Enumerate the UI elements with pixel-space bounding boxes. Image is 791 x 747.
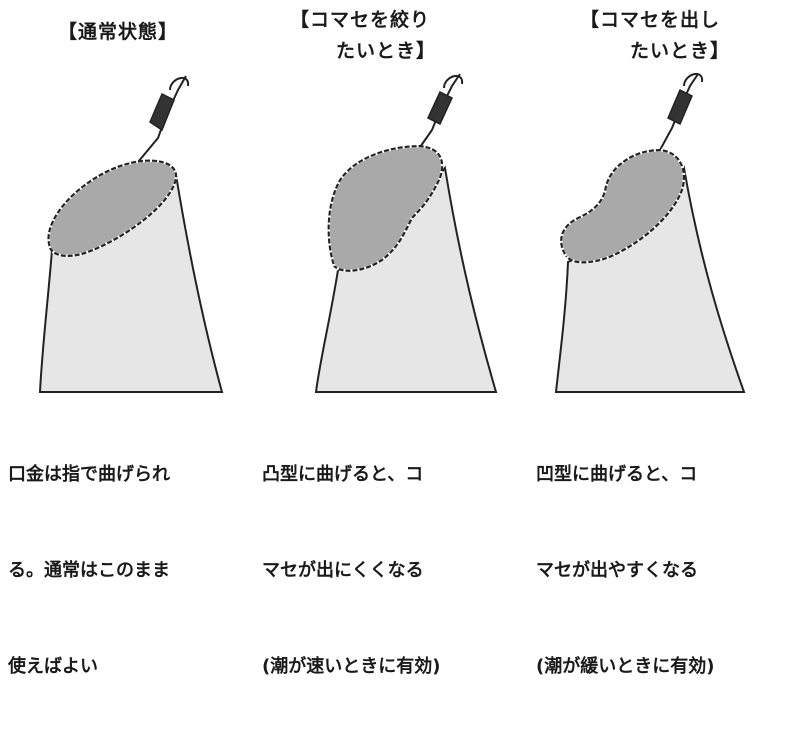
- panel-caption-wide: 凹型に曲げると、コ マセが出やすくなる (潮が緩いときに有効): [536, 395, 714, 747]
- caption-line: (潮が速いときに有効): [262, 656, 441, 677]
- panel-title-normal: 【通常状態】: [58, 21, 179, 43]
- hook: [443, 74, 464, 89]
- hook: [683, 72, 704, 87]
- chum-bag-normal-icon: [38, 75, 224, 393]
- caption-line: 使えばよい: [8, 656, 98, 677]
- chum-bag-widened-icon: [554, 72, 746, 393]
- panel-title-wide-line-2: たいとき】: [630, 40, 731, 62]
- caption-line: (潮が緩いときに有効): [536, 656, 715, 677]
- rim-beads: [559, 148, 686, 264]
- strap: [149, 92, 175, 132]
- strap: [427, 90, 453, 126]
- caption-line: マセが出やすくなる: [536, 560, 698, 581]
- rim-beads: [327, 144, 444, 273]
- caption-line: る。通常はこのまま: [8, 560, 170, 581]
- panel-title-narrow-line-2: たいとき】: [336, 40, 437, 62]
- diagram: 【通常状態】 【コマセを絞り たいとき】 【コマセを出し たいとき】 口金は指で…: [8, 9, 746, 677]
- panel-title-wide-line-1: 【コマセを出し: [580, 9, 721, 31]
- chum-bag-narrowed-icon: [314, 73, 498, 393]
- chum-bag-illustrations: [38, 72, 746, 393]
- caption-line: 凹型に曲げると、コ: [536, 464, 698, 485]
- caption-line: マセが出にくくなる: [262, 560, 424, 581]
- hook: [169, 76, 190, 91]
- rim-beads: [47, 159, 178, 258]
- panel-caption-narrow: 凸型に曲げると、コ マセが出にくくなる (潮が速いときに有効): [262, 395, 440, 747]
- caption-line: 凸型に曲げると、コ: [262, 464, 424, 485]
- panel-caption-normal: 口金は指で曲げられ る。通常はこのまま 使えばよい: [8, 395, 170, 747]
- panel-title-narrow-line-1: 【コマセを絞り: [290, 9, 431, 31]
- strap: [667, 88, 693, 126]
- caption-line: 口金は指で曲げられ: [8, 464, 170, 485]
